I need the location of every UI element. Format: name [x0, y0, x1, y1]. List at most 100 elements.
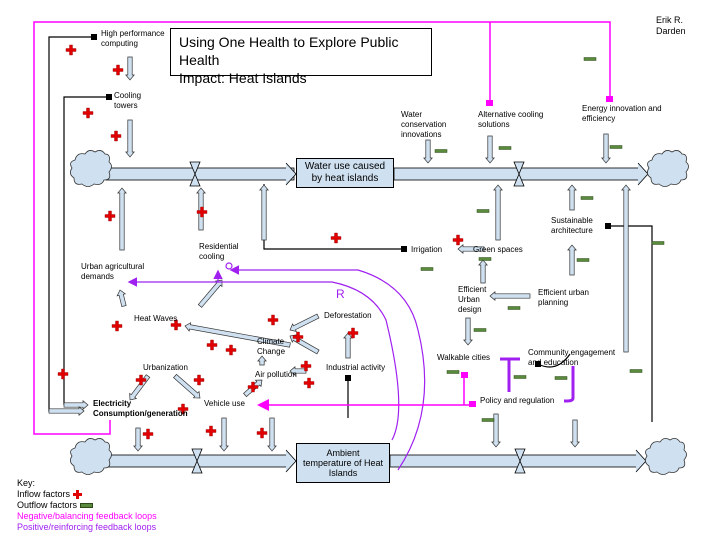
- stock-label: Ambient: [326, 448, 360, 458]
- minus-icon: [476, 209, 490, 213]
- factor-walkable-cities: Walkable cities: [437, 353, 491, 362]
- plus-icon: [73, 490, 83, 500]
- plus-icon: [347, 327, 359, 339]
- minus-icon: [478, 257, 492, 261]
- minus-icon: [580, 196, 594, 200]
- cloud-source-icon: [70, 438, 112, 475]
- causal-arrow: [567, 184, 577, 211]
- balancing-node-walkable: [461, 372, 468, 378]
- plus-icon: [111, 320, 123, 332]
- minus-icon: [498, 146, 512, 150]
- legend-outflow: Outflow factors: [17, 500, 157, 511]
- minus-icon: [583, 57, 597, 61]
- reinforcing-loop-label: R: [336, 287, 345, 301]
- reinforcing-loop: [127, 262, 426, 471]
- minus-icon: [576, 258, 590, 262]
- minus-icon: [473, 328, 487, 332]
- causal-arrow: [457, 244, 485, 254]
- plus-icon: [177, 403, 189, 415]
- minus-icon: [629, 369, 643, 373]
- causal-arrow: [117, 187, 127, 251]
- minus-icon: [554, 376, 568, 380]
- minus-icon: [80, 503, 94, 509]
- factor-irrigation: Irrigation: [411, 245, 443, 254]
- author-line-1: Erik R.: [656, 15, 683, 25]
- ambient-flow-in: [107, 449, 297, 473]
- title-line-2: Impact: Heat Islands: [179, 70, 307, 86]
- balancing-node-alt-cooling: [486, 100, 493, 106]
- title-line-1: Using One Health to Explore Public Healt…: [179, 34, 399, 68]
- minus-icon: [420, 267, 434, 271]
- valve-icon: [189, 161, 526, 474]
- causal-arrow: [491, 413, 501, 448]
- plus-icon: [170, 319, 182, 331]
- causal-arrow: [116, 289, 127, 307]
- causal-arrow: [133, 427, 143, 452]
- stock-label: Water use caused: [304, 161, 386, 172]
- minus-icon: [651, 241, 665, 245]
- causal-arrow: [478, 259, 488, 284]
- legend-negative-loop: Negative/balancing feedback loops: [17, 511, 157, 521]
- minus-icon: [434, 149, 448, 153]
- factor-heat-waves: Heat Waves: [134, 314, 178, 323]
- minus-icon: [481, 418, 495, 422]
- balancing-node-energy: [606, 96, 613, 102]
- causal-arrow: [621, 184, 631, 353]
- connector-lines: [48, 36, 653, 422]
- minus-icon: [513, 375, 527, 379]
- stock-label: by heat islands: [311, 173, 379, 184]
- water-use-flow-in: [105, 162, 297, 186]
- legend-inflow: Inflow factors: [17, 489, 157, 500]
- plus-icon: [303, 377, 315, 389]
- causal-arrow: [493, 184, 503, 241]
- causal-arrow: [125, 119, 135, 158]
- plus-icon: [82, 107, 94, 119]
- factor-green-spaces: Green spaces: [473, 245, 523, 254]
- factor-vehicle-use: Vehicle use: [204, 399, 245, 408]
- balancing-node-policy: [469, 401, 476, 407]
- causal-arrow: [219, 417, 229, 452]
- causal-arrow: [184, 322, 291, 348]
- minus-icon: [507, 306, 521, 310]
- factor-deforestation: Deforestation: [324, 311, 372, 320]
- factor-industrial-activity: Industrial activity: [326, 363, 386, 372]
- plus-icon: [206, 339, 218, 351]
- factor-air-pollution: Air pollution: [255, 370, 297, 379]
- polarity-markers: [57, 44, 665, 440]
- causal-arrow: [125, 56, 135, 81]
- causal-arrow: [343, 332, 353, 359]
- plus-icon: [142, 428, 154, 440]
- cloud-sink-icon: [645, 438, 687, 475]
- plus-icon: [247, 381, 259, 393]
- plus-icon: [112, 64, 124, 76]
- causal-arrow: [289, 366, 307, 376]
- plus-icon: [225, 344, 237, 356]
- cloud-sink-icon: [647, 150, 689, 187]
- causal-arrow: [48, 406, 85, 416]
- causal-arrows: [48, 56, 631, 452]
- plus-icon: [193, 374, 205, 386]
- minus-icon: [609, 145, 623, 149]
- plus-icon: [300, 360, 312, 372]
- causal-arrow: [567, 244, 577, 276]
- diagram-title: Using One Health to Explore Public Healt…: [170, 28, 432, 86]
- legend: Key: Inflow factors Outflow factors Nega…: [17, 478, 157, 533]
- causal-arrow: [257, 355, 267, 366]
- factor-policy-regulation: Policy and regulation: [480, 396, 555, 405]
- causal-arrow: [570, 419, 580, 448]
- plus-icon: [256, 427, 268, 439]
- stock-label: Islands: [328, 468, 358, 478]
- cloud-source-icon: [70, 150, 112, 187]
- plus-icon: [452, 234, 464, 246]
- causal-arrow: [173, 373, 201, 399]
- plus-icon: [205, 425, 217, 437]
- causal-arrow: [267, 417, 277, 452]
